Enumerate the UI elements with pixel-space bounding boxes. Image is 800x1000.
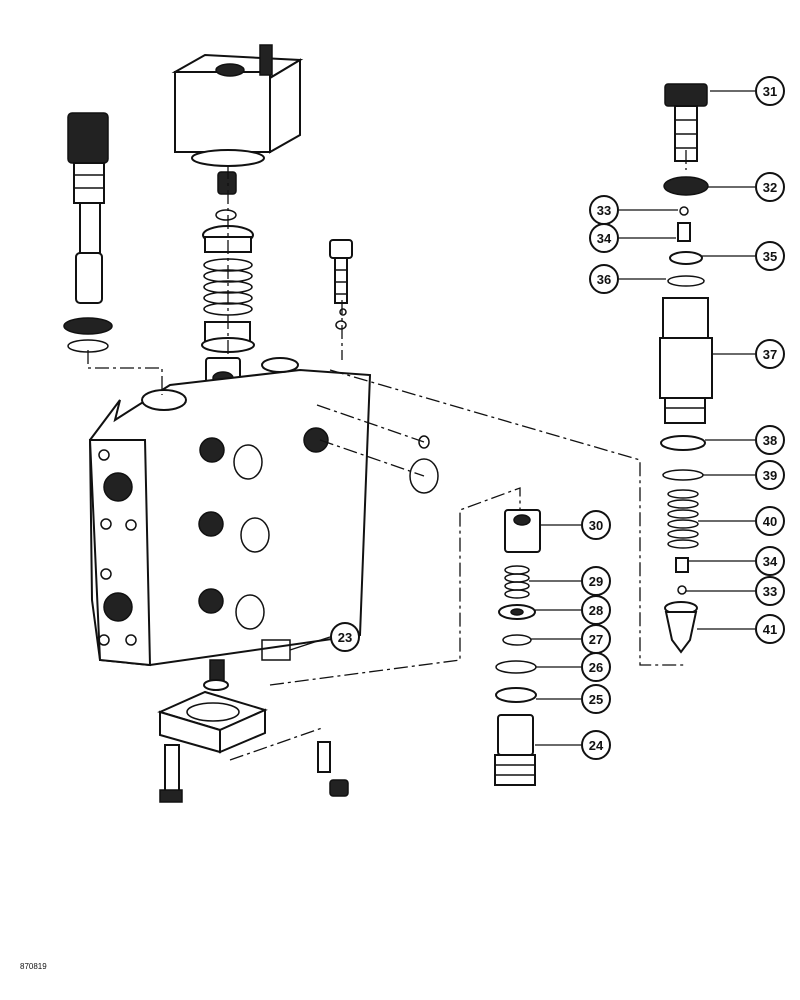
callout-circle bbox=[755, 425, 785, 455]
callout-label: 38 bbox=[763, 433, 777, 448]
callout-30: 30 bbox=[581, 510, 611, 540]
callout-circle bbox=[755, 576, 785, 606]
callout-23: 23 bbox=[330, 622, 360, 652]
callout-label: 41 bbox=[763, 622, 777, 637]
callout-label: 28 bbox=[589, 603, 603, 618]
callout-label: 39 bbox=[763, 468, 777, 483]
callout-circle bbox=[755, 339, 785, 369]
callout-circle bbox=[581, 566, 611, 596]
callout-29: 29 bbox=[581, 566, 611, 596]
flange-assembly bbox=[157, 659, 349, 803]
callout-label: 30 bbox=[589, 518, 603, 533]
callout-32: 32 bbox=[755, 172, 785, 202]
callout-label: 40 bbox=[763, 514, 777, 529]
callout-circle bbox=[330, 622, 360, 652]
callout-28: 28 bbox=[581, 595, 611, 625]
callout-41: 41 bbox=[755, 614, 785, 644]
assembly-lines bbox=[87, 150, 687, 761]
callout-35: 35 bbox=[755, 241, 785, 271]
right-spring bbox=[667, 489, 699, 549]
callout-34: 34 bbox=[755, 546, 785, 576]
callout-33: 33 bbox=[755, 576, 785, 606]
callout-label: 32 bbox=[763, 180, 777, 195]
callout-label: 36 bbox=[597, 272, 611, 287]
callout-circle bbox=[581, 684, 611, 714]
callout-label: 33 bbox=[597, 203, 611, 218]
callout-label: 37 bbox=[763, 347, 777, 362]
callout-circle bbox=[755, 506, 785, 536]
callout-33: 33 bbox=[589, 195, 619, 225]
center-spring bbox=[504, 565, 530, 599]
callout-39: 39 bbox=[755, 460, 785, 490]
callout-label: 25 bbox=[589, 692, 603, 707]
callout-circle bbox=[589, 223, 619, 253]
callout-27: 27 bbox=[581, 624, 611, 654]
callout-label: 27 bbox=[589, 632, 603, 647]
callout-label: 29 bbox=[589, 574, 603, 589]
callout-40: 40 bbox=[755, 506, 785, 536]
callout-label: 24 bbox=[589, 738, 604, 753]
callout-25: 25 bbox=[581, 684, 611, 714]
callout-circle bbox=[755, 241, 785, 271]
callout-label: 33 bbox=[763, 584, 777, 599]
callout-24: 24 bbox=[581, 730, 611, 760]
callout-label: 34 bbox=[763, 554, 778, 569]
leader-lines bbox=[289, 90, 755, 746]
callout-34: 34 bbox=[589, 223, 619, 253]
callout-26: 26 bbox=[581, 652, 611, 682]
valve-body bbox=[88, 357, 372, 667]
right-stack bbox=[659, 83, 713, 654]
callout-label: 23 bbox=[338, 630, 352, 645]
center-stack bbox=[494, 509, 541, 786]
callout-circle bbox=[755, 460, 785, 490]
body-o-rings bbox=[233, 435, 439, 630]
callout-label: 26 bbox=[589, 660, 603, 675]
callout-circle bbox=[755, 614, 785, 644]
solenoid-assembly bbox=[171, 44, 304, 392]
callout-36: 36 bbox=[589, 264, 619, 294]
plug-assembly bbox=[329, 239, 353, 330]
callout-circle bbox=[755, 76, 785, 106]
drawing-number: 870819 bbox=[20, 962, 47, 971]
relief-valve-cartridge bbox=[63, 112, 113, 353]
callouts: 23 24 25 26 27 28 29 30 31 32 33 34 35 36 37 38 39 40 34 33… bbox=[330, 76, 785, 760]
callout-circle bbox=[755, 172, 785, 202]
callout-label: 35 bbox=[763, 249, 777, 264]
callout-circle bbox=[755, 546, 785, 576]
callout-circle bbox=[589, 264, 619, 294]
callout-37: 37 bbox=[755, 339, 785, 369]
callout-label: 31 bbox=[763, 84, 777, 99]
callout-label: 34 bbox=[597, 231, 612, 246]
callout-31: 31 bbox=[755, 76, 785, 106]
callout-circle bbox=[581, 510, 611, 540]
callout-circle bbox=[581, 730, 611, 760]
callout-38: 38 bbox=[755, 425, 785, 455]
